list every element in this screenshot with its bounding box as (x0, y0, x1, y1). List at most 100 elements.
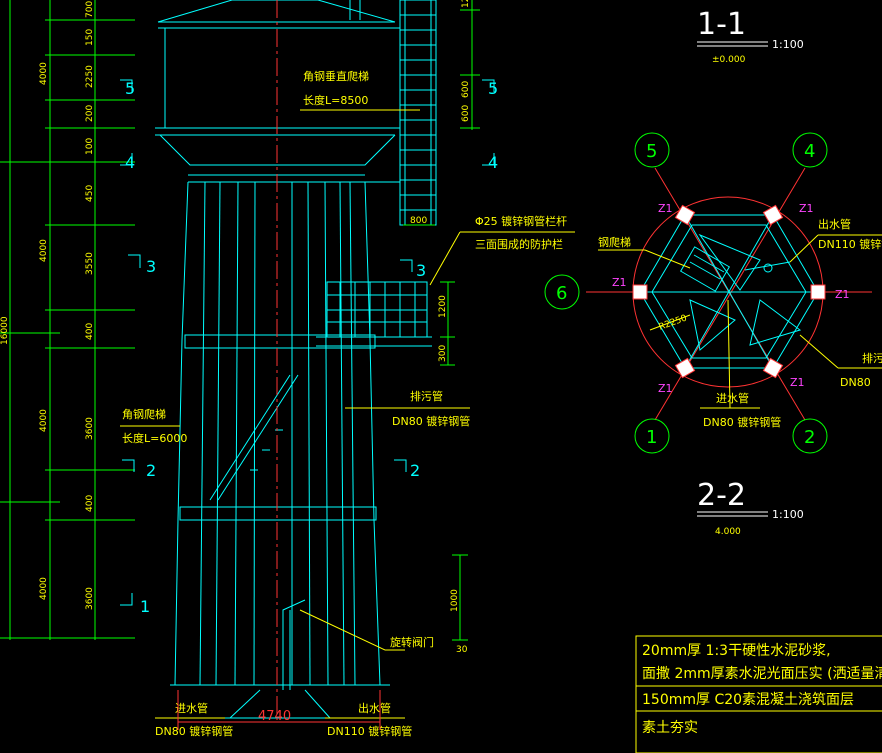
dim-2250: 2250 (85, 65, 95, 88)
ladder-top-label: 角钢垂直爬梯 (303, 69, 369, 83)
dim-4000-d: 4000 (39, 577, 49, 600)
dim-120: 120 (461, 0, 471, 8)
dim-4000-c: 4000 (39, 409, 49, 432)
dim-total: 16000 (0, 316, 10, 345)
plan-columns (632, 204, 826, 379)
plan-outlet-label: 出水管 (818, 217, 851, 231)
outlet-label: 出水管 (358, 701, 391, 715)
dim-150: 150 (85, 29, 95, 46)
column-tag-1: Z1 (658, 202, 673, 215)
axis-4: 4 (804, 141, 815, 162)
shaft-left-wall (174, 181, 189, 686)
dim-3600-b: 3600 (85, 587, 95, 610)
axis-1: 1 (646, 427, 657, 448)
dim-1200: 1200 (438, 295, 448, 318)
floor-notes-table (635, 635, 882, 753)
axis-bubbles (544, 132, 828, 454)
section-2-plan: 5 4 6 1 2 Z1 Z1 Z1 Z1 Z1 Z1 钢爬梯 R2250 出水… (544, 132, 882, 454)
dim-100: 100 (85, 138, 95, 155)
railing-label-2: 三面围成的防护栏 (475, 237, 563, 251)
railing-label-1: Φ25 镀锌钢管栏杆 (475, 214, 567, 228)
valve-label: 旋转阀门 (390, 635, 434, 649)
dim-3600-a: 3600 (85, 417, 95, 440)
mark-4-left: 4 (125, 153, 135, 172)
column-tag-3: Z1 (612, 276, 627, 289)
plan-leaders (598, 234, 882, 409)
plan-ladder-label: 钢爬梯 (598, 236, 631, 249)
section-1-level: ±0.000 (712, 55, 746, 65)
annotation-leaders (120, 109, 575, 719)
mark-2-right: 2 (410, 461, 420, 480)
inlet-label: 进水管 (175, 701, 208, 715)
axis-6: 6 (556, 283, 567, 304)
note-line-1: 20mm厚 1:3干硬性水泥砂浆, (642, 643, 831, 659)
plan-radius-label: R2250 (658, 313, 689, 332)
drain-spec: DN80 镀锌钢管 (392, 414, 470, 428)
section-marks-left (120, 79, 495, 606)
mark-4-right: 4 (488, 153, 498, 172)
right-dimension-texts: 120 600 600 800 1200 300 1000 30 (410, 0, 471, 655)
section-2-level: 4.000 (715, 527, 741, 537)
axis-2: 2 (804, 427, 815, 448)
section-2-label: 2-2 (697, 478, 746, 513)
left-dimension-chain (0, 0, 135, 640)
inlet-spec: DN80 镀锌钢管 (155, 724, 233, 738)
mark-2-left: 2 (146, 461, 156, 480)
dim-3550: 3550 (85, 252, 95, 275)
plan-drain-label: 排污管 (862, 351, 882, 365)
shaft-right-wall (364, 181, 381, 686)
plan-axes (586, 167, 872, 421)
axis-5: 5 (646, 141, 657, 162)
column-tag-4: Z1 (835, 288, 850, 301)
dim-1000: 1000 (450, 589, 460, 612)
base-width-dimension: 4740 (177, 690, 381, 730)
dim-600-a: 600 (461, 81, 471, 98)
column-tag-6: Z1 (790, 376, 805, 389)
dim-4000-a: 4000 (39, 62, 49, 85)
mark-5-right: 5 (488, 79, 498, 98)
plan-inlet-label: 进水管 (716, 391, 749, 405)
section-2-title: 2-2 1:100 4.000 (697, 478, 804, 537)
ring-beam-upper (184, 334, 376, 349)
dim-800: 800 (410, 216, 427, 226)
mark-1-left: 1 (140, 597, 150, 616)
outlet-spec: DN110 镀锌钢管 (327, 724, 412, 738)
column-tag-5: Z1 (658, 382, 673, 395)
mark-5-left: 5 (125, 79, 135, 98)
ladder-mid-length: 长度L=6000 (122, 431, 187, 445)
pipe-vertical (282, 599, 306, 690)
mark-3-left: 3 (146, 257, 156, 276)
dim-30: 30 (456, 645, 468, 655)
ladder-top-length: 长度L=8500 (303, 93, 368, 107)
drain-label: 排污管 (410, 389, 443, 403)
dim-200: 200 (85, 105, 95, 122)
note-line-4: 素土夯实 (642, 720, 698, 736)
tank-cone (159, 134, 396, 166)
mark-3-right: 3 (416, 261, 426, 280)
plan-outlet-spec: DN110 镀锌钢管 (818, 237, 882, 251)
dim-4000-b: 4000 (39, 239, 49, 262)
column-tag-2: Z1 (799, 202, 814, 215)
dim-450: 450 (85, 185, 95, 202)
plan-inlet-spec: DN80 镀锌钢管 (703, 415, 781, 429)
section-mark-numbers: 5 4 3 2 1 5 4 3 2 (125, 79, 498, 616)
right-dimension-chain (403, 0, 480, 641)
section-1-label: 1-1 (697, 7, 746, 42)
ring-beam-lower (179, 506, 377, 521)
tower-elevation (155, 0, 437, 719)
ladder-rungs (400, 14, 436, 211)
tank-roof (157, 0, 396, 23)
note-line-3: 150mm厚 C20素混凝土浇筑面层 (642, 692, 854, 708)
dim-300: 300 (438, 345, 448, 362)
section-1-scale: 1:100 (772, 38, 804, 51)
ladder-mid-label: 角钢爬梯 (122, 408, 166, 421)
dim-700-top: 700 (85, 1, 95, 18)
plan-drain-spec: DN80 (840, 376, 871, 389)
note-line-2: 面撒 2mm厚素水泥光面压实 (洒适量清 (642, 666, 882, 682)
left-dimension-texts: 4000 4000 4000 4000 16000 700 150 2250 2… (0, 1, 95, 610)
dim-600-b: 600 (461, 105, 471, 122)
elevation-annotations: 角钢垂直爬梯 长度L=8500 Φ25 镀锌钢管栏杆 三面围成的防护栏 角钢爬梯… (122, 69, 567, 738)
section-2-scale: 1:100 (772, 508, 804, 521)
